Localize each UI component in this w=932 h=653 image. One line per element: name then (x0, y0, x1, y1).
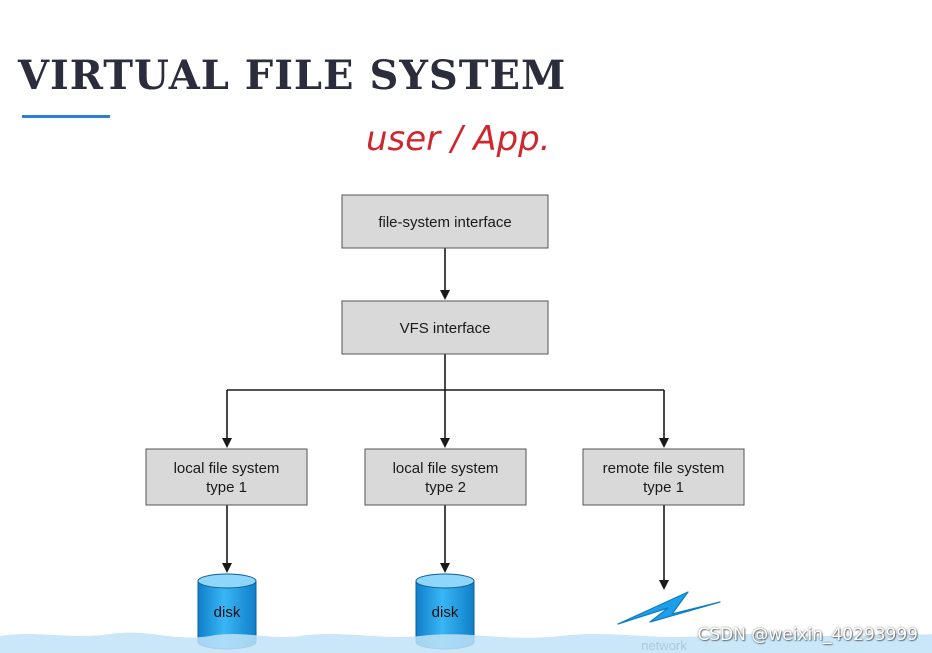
handwritten-note-text: user / App. (366, 119, 550, 159)
box-vfs-interface-label: VFS interface (400, 320, 491, 337)
box-vfs-interface: VFS interface (341, 300, 549, 355)
box-fs-interface: file-system interface (341, 194, 549, 249)
slide-title: VIRTUAL FILE SYSTEM (18, 52, 567, 99)
box-fs-interface-label: file-system interface (378, 214, 511, 231)
box-local-fs-1-line1: local file system (174, 460, 280, 477)
disk-2-label: disk (432, 604, 459, 621)
title-underline (22, 115, 110, 118)
box-local-fs-2: local file system type 2 (364, 448, 527, 506)
box-remote-fs-1: remote file system type 1 (582, 448, 745, 506)
handwritten-note: user / App. (366, 119, 550, 159)
box-local-fs-1: local file system type 1 (145, 448, 308, 506)
box-local-fs-1-line2: type 1 (206, 479, 247, 496)
disk-1-label: disk (214, 604, 241, 621)
bottom-decoration (0, 632, 932, 653)
box-local-fs-2-line1: local file system (393, 460, 499, 477)
box-local-fs-2-line2: type 2 (425, 479, 466, 496)
box-remote-fs-1-line1: remote file system (603, 460, 725, 477)
connectors (222, 248, 669, 590)
box-remote-fs-1-line2: type 1 (643, 479, 684, 496)
watermark: CSDN @weixin_40293999 (697, 625, 918, 645)
